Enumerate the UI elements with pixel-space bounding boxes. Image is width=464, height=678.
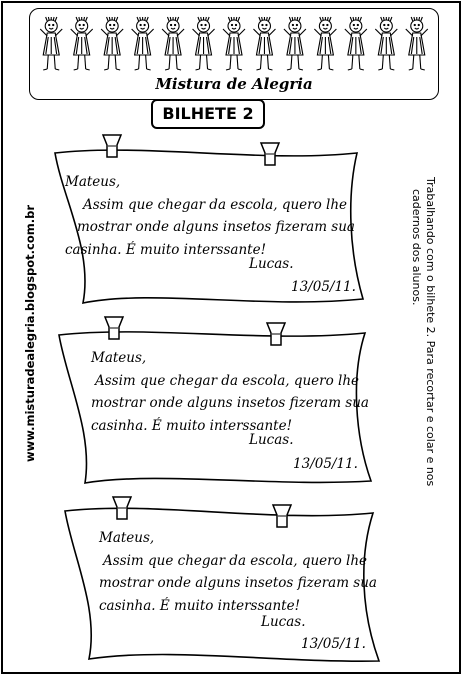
note-signature: Lucas. [249,256,294,272]
note-line: Assim que chegar da escola, quero lhe [83,196,348,213]
paper-shape [64,507,381,662]
note-date: 13/05/11. [291,279,356,295]
clothespin-icon [101,134,123,158]
child-figure-icon [283,16,307,71]
child-figure-icon [253,16,276,71]
note-signature: Lucas. [249,432,294,448]
website-url: www.misturadealegria.blogspot.com.br [23,204,37,462]
clothespin-icon [271,504,293,528]
note-line: casinha. É muito interssante! [99,597,300,614]
note-signature: Lucas. [261,614,306,630]
note-line: mostrar onde alguns insetos fizeram sua [91,395,369,411]
child-figure-icon [100,16,124,71]
side-instruction-line: cadernos dos alunos. [410,189,423,306]
note-line: Assim que chegar da escola, quero lhe [95,372,360,389]
child-figure-icon [222,16,246,71]
note-line: casinha. É muito interssante! [65,241,266,258]
note-line: mostrar onde alguns insetos fizeram sua [99,575,377,591]
paper-shape [54,149,365,305]
note-card: Mateus, Assim que chegar da escola, quer… [61,496,383,669]
clothespin-icon [111,496,133,520]
note-greeting: Mateus, [91,350,147,366]
bilhete-title: BILHETE 2 [151,99,265,129]
note-greeting: Mateus, [65,174,121,190]
header-banner: Mistura de Alegria [29,8,439,100]
child-figure-icon [39,16,63,71]
note-date: 13/05/11. [301,636,366,652]
child-figure-icon [131,16,155,71]
child-figure-icon [313,16,337,71]
note-card: Mateus, Assim que chegar da escola, quer… [53,316,375,493]
header-title: Mistura de Alegria [155,75,313,93]
paper-shape [58,331,373,484]
child-figure-icon [344,16,368,71]
child-figure-icon [70,16,94,71]
note-line: casinha. É muito interssante! [91,417,292,434]
child-figure-icon [374,16,398,71]
side-instruction-line: Trabalhando com o bilhete 2. Para recort… [424,177,437,487]
note-greeting: Mateus, [99,530,155,546]
children-illustration [39,16,429,71]
clothespin-icon [259,142,281,166]
note-card: Mateus, Assim que chegar da escola, quer… [47,134,367,313]
clothespin-icon [265,322,287,346]
side-instruction: Trabalhando com o bilhete 2. Para recort… [409,177,437,486]
note-line: mostrar onde alguns insetos fizeram sua [77,219,355,235]
child-figure-icon [405,16,429,71]
note-line: Assim que chegar da escola, quero lhe [103,552,368,569]
note-date: 13/05/11. [293,456,358,472]
child-figure-icon [161,16,185,71]
child-figure-icon [192,16,215,71]
clothespin-icon [103,316,125,340]
